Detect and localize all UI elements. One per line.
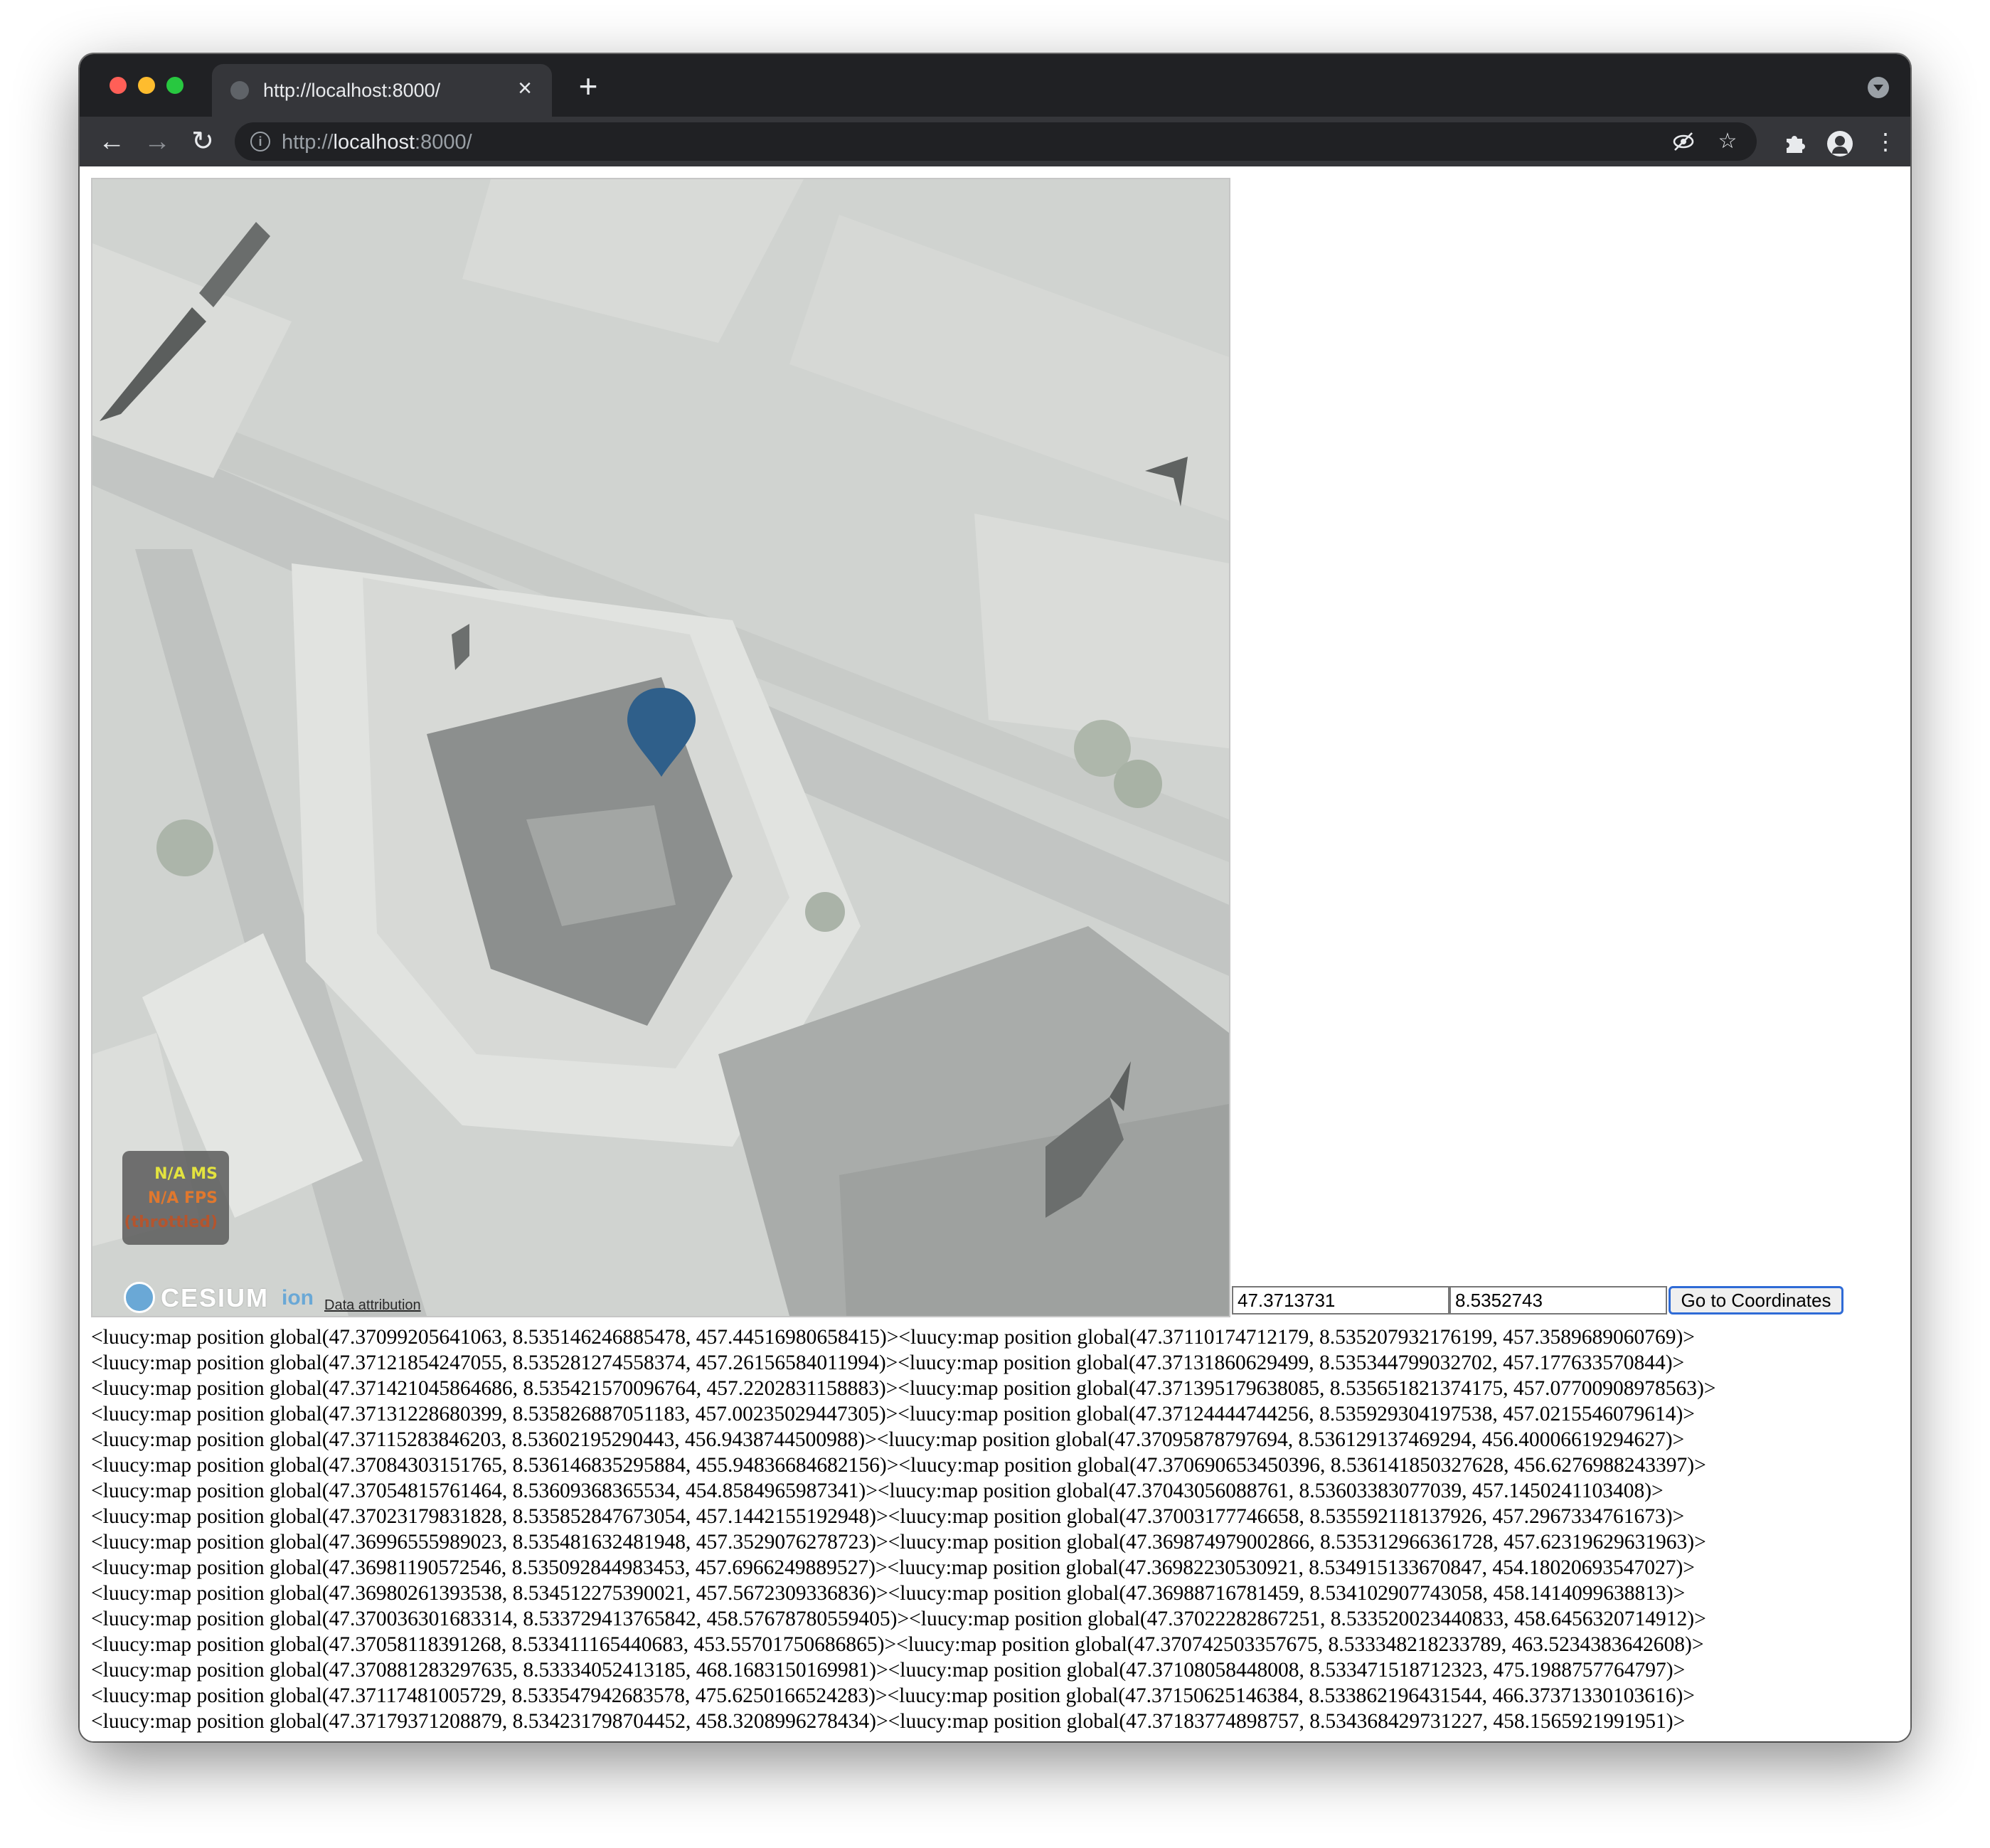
cesium-logo-word: CESIUM xyxy=(161,1283,270,1312)
log-line: <luucy:map position global(47.3712185424… xyxy=(91,1352,1685,1374)
performance-display: N/A MS N/A FPS (throttled) xyxy=(122,1151,229,1245)
puzzle-icon[interactable] xyxy=(1777,124,1812,159)
position-log: <luucy:map position global(47.3709920564… xyxy=(91,1324,1898,1734)
log-line: <luucy:map position global(47.3711748100… xyxy=(91,1684,1695,1707)
data-attribution-link[interactable]: Data attribution xyxy=(324,1297,421,1313)
page-content: N/A MS N/A FPS (throttled) CESIUM ion Da… xyxy=(80,166,1910,1741)
new-tab-button[interactable]: + xyxy=(578,68,598,105)
log-line: <luucy:map position global(47.3698119057… xyxy=(91,1556,1695,1579)
cesium-map-viewer[interactable]: N/A MS N/A FPS (throttled) CESIUM ion Da… xyxy=(91,178,1230,1317)
ion-logo-word: ion xyxy=(282,1286,314,1310)
info-icon[interactable]: i xyxy=(250,132,270,152)
frame-time-label: N/A MS xyxy=(154,1165,218,1183)
url-scheme: http:// xyxy=(282,131,334,154)
globe-icon xyxy=(230,81,249,100)
log-line: <luucy:map position global(47.3714210458… xyxy=(91,1377,1716,1400)
close-icon[interactable]: × xyxy=(518,75,532,102)
close-window-button[interactable] xyxy=(110,77,127,94)
log-line: <luucy:map position global(47.3700363016… xyxy=(91,1608,1706,1630)
go-to-coordinates-button[interactable]: Go to Coordinates xyxy=(1669,1286,1843,1315)
chevron-down-icon[interactable] xyxy=(1868,77,1889,98)
throttled-label: (throttled) xyxy=(124,1214,218,1231)
log-line: <luucy:map position global(47.3713122868… xyxy=(91,1403,1695,1425)
aerial-city-imagery xyxy=(92,179,1229,1316)
browser-toolbar: ← → ↻ i http://localhost:8000/ ☆ ⋮ xyxy=(80,117,1910,166)
log-line: <luucy:map position global(47.3711528384… xyxy=(91,1428,1685,1451)
url-host: localhost xyxy=(333,131,415,154)
cesium-logo-icon xyxy=(124,1282,155,1313)
tab-localhost[interactable]: http://localhost:8000/ × xyxy=(212,64,552,117)
tab-strip: http://localhost:8000/ × + xyxy=(80,54,1910,117)
arrow-left-icon[interactable]: ← xyxy=(98,127,125,156)
address-bar[interactable]: i http://localhost:8000/ ☆ xyxy=(235,122,1757,161)
url-text[interactable]: http://localhost:8000/ xyxy=(282,131,472,154)
longitude-input[interactable] xyxy=(1449,1286,1667,1315)
latitude-input[interactable] xyxy=(1232,1286,1449,1315)
log-line: <luucy:map position global(47.3709920564… xyxy=(91,1326,1695,1349)
eye-off-icon[interactable] xyxy=(1671,129,1696,154)
reload-icon[interactable]: ↻ xyxy=(191,127,214,156)
log-line: <luucy:map position global(47.3708430315… xyxy=(91,1454,1706,1477)
minimize-window-button[interactable] xyxy=(138,77,155,94)
kebab-icon[interactable]: ⋮ xyxy=(1874,129,1897,154)
star-icon[interactable]: ☆ xyxy=(1718,129,1738,153)
profile-icon[interactable] xyxy=(1822,124,1858,159)
log-line: <luucy:map position global(47.3698026139… xyxy=(91,1582,1686,1605)
tab-title: http://localhost:8000/ xyxy=(263,80,441,101)
log-line: <luucy:map position global(47.3705481576… xyxy=(91,1480,1664,1502)
log-line: <luucy:map position global(47.3708812832… xyxy=(91,1659,1686,1682)
log-line: <luucy:map position global(47.3702317983… xyxy=(91,1505,1685,1528)
log-line: <luucy:map position global(47.3705811839… xyxy=(91,1633,1704,1656)
log-line: <luucy:map position global(47.3717937120… xyxy=(91,1710,1686,1733)
fps-label: N/A FPS xyxy=(147,1189,218,1207)
arrow-right-icon[interactable]: → xyxy=(144,127,171,156)
map-pin-icon[interactable] xyxy=(627,688,696,777)
url-path: :8000/ xyxy=(415,131,472,154)
log-line: <luucy:map position global(47.3699655598… xyxy=(91,1531,1706,1554)
browser-window: http://localhost:8000/ × + ← → ↻ i http:… xyxy=(80,54,1910,1741)
maximize-window-button[interactable] xyxy=(166,77,183,94)
